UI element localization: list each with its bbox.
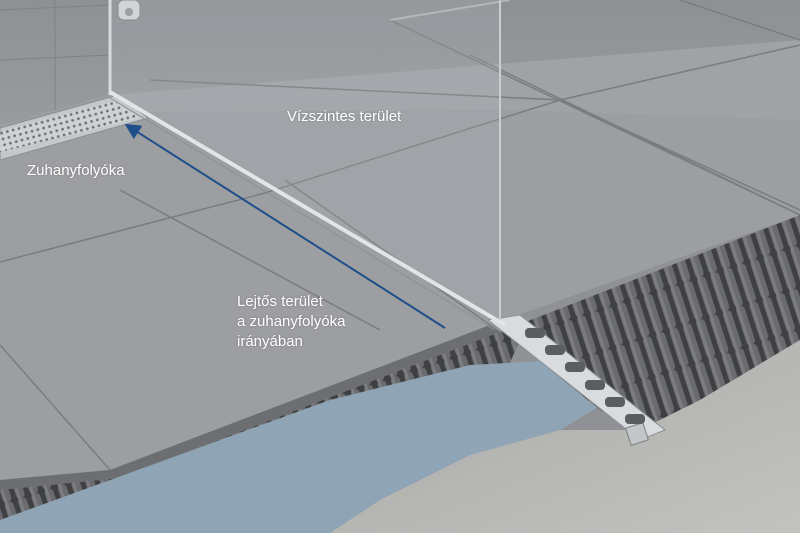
sloped-area-label-line1: Lejtős terület (237, 293, 323, 310)
tile-edge-front (0, 325, 500, 490)
slope-direction-arrow (124, 123, 446, 329)
sloped-area-label: Lejtős terület a zuhanyfolyóka irányában (237, 292, 345, 352)
glass-screen (108, 0, 511, 331)
screed-base (330, 340, 800, 533)
sloped-area-label-line2: a zuhanyfolyóka (237, 313, 346, 330)
shower-drain-label: Zuhanyfolyóka (27, 162, 125, 179)
waterproof-membrane (0, 360, 610, 533)
edge-profile (486, 314, 666, 446)
tile-grout-lines (0, 0, 800, 471)
sloped-area-label-line3: irányában (237, 333, 303, 350)
shower-drain-channel (0, 94, 150, 161)
tiled-floor (0, 0, 800, 480)
glass-bracket (117, 0, 141, 21)
horizontal-area-label: Vízszintes terület (287, 108, 402, 125)
